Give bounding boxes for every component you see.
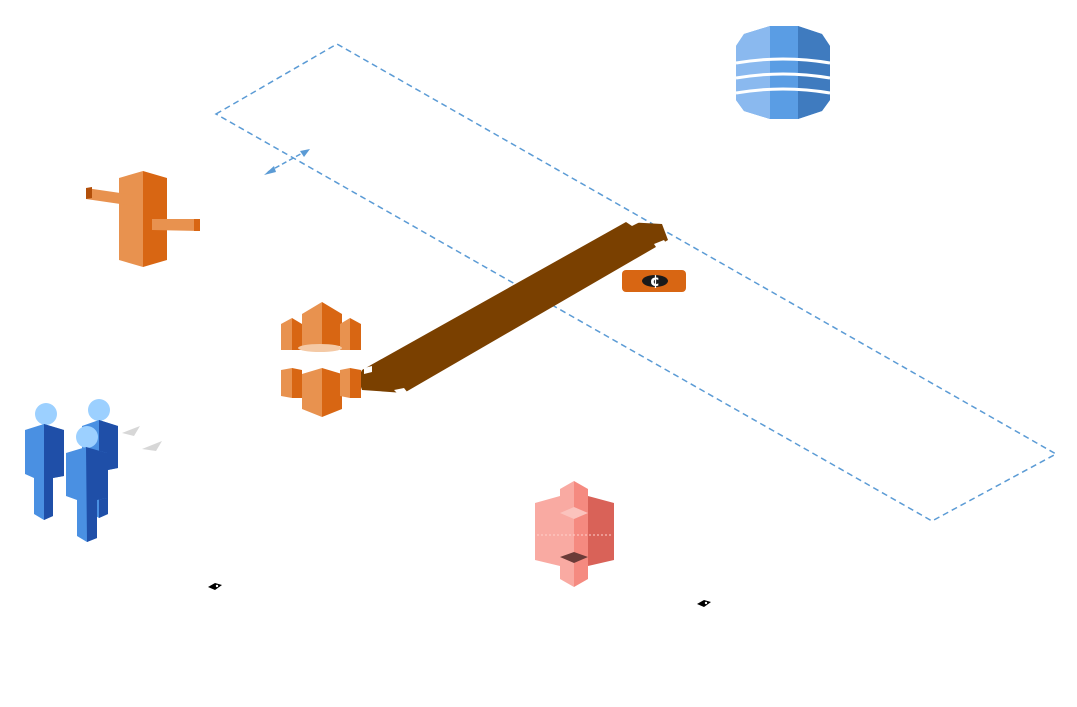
users-group-icon <box>25 399 118 542</box>
tag-icon <box>208 583 222 590</box>
arrowhead-icon <box>142 441 162 451</box>
compute-to-vpc-connector <box>358 218 668 394</box>
double-arrow-icon <box>264 149 310 175</box>
endpoint-badge: ¢ <box>622 270 686 292</box>
directory-service-icon <box>86 171 200 267</box>
cent-sign-icon: ¢ <box>650 272 660 290</box>
tag-icon <box>697 600 711 607</box>
s3-bucket-icon <box>535 481 614 587</box>
vpc-boundary <box>214 43 1058 522</box>
arrowhead-icon <box>122 426 140 436</box>
compute-cluster-icon <box>281 302 361 417</box>
dynamodb-icon <box>735 26 831 119</box>
